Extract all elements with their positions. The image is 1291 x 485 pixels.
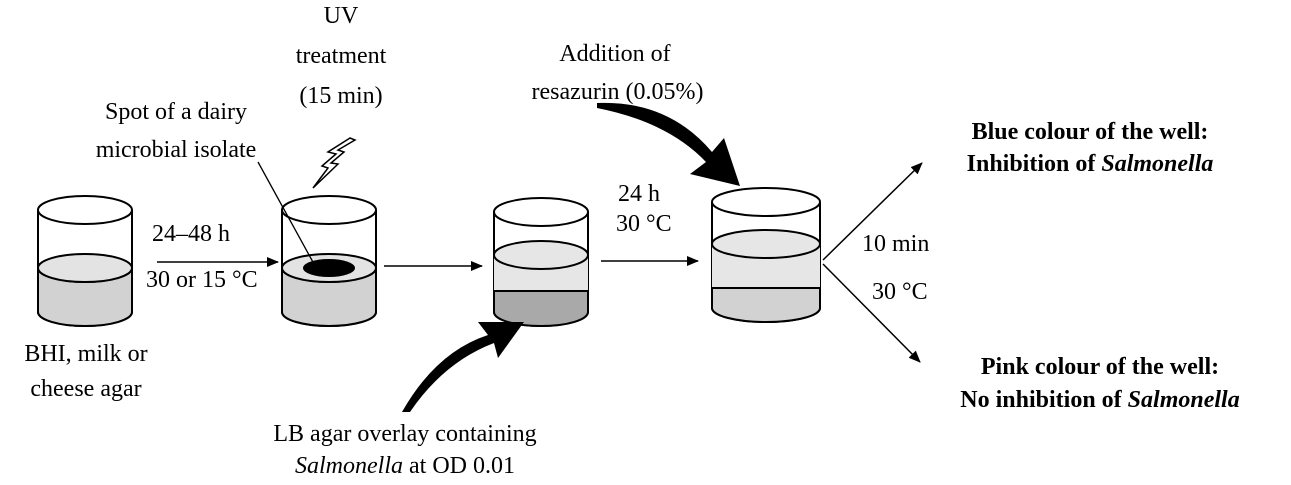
result-pink-prefix: No inhibition of <box>960 387 1128 413</box>
result-pink-organism: Salmonella <box>1127 387 1240 413</box>
beaker-1-agar-surface <box>37 253 133 283</box>
step-3-temp: 30 °C <box>616 211 672 237</box>
medium-label-line-2: cheese agar <box>30 376 142 402</box>
uv-label-line-1: UV <box>323 3 359 29</box>
beaker-icon <box>281 195 377 327</box>
result-blue-line-2: Inhibition of Salmonella <box>925 150 1255 178</box>
beaker-icon <box>37 195 133 327</box>
beaker-icon <box>493 197 589 327</box>
spot-label-line-1: Spot of a dairy <box>105 99 247 125</box>
step-1-temp: 30 or 15 °C <box>146 267 258 293</box>
result-blue-organism: Salmonella <box>1101 151 1214 177</box>
result-blue-prefix: Inhibition of <box>966 151 1102 177</box>
resazurin-label-line-2: resazurin (0.05%) <box>531 79 704 105</box>
arrow-icon <box>822 162 923 261</box>
result-blue-line-1: Blue colour of the well: <box>971 119 1209 145</box>
beaker-icon <box>711 187 821 323</box>
uv-label-line-3: (15 min) <box>299 83 383 109</box>
step-1-time: 24–48 h <box>152 221 230 247</box>
result-pink-line-1: Pink colour of the well: <box>980 354 1220 380</box>
lightning-bolt-icon <box>312 137 357 189</box>
beaker-3-bottom-agar <box>494 291 588 326</box>
spot-label-line-2: microbial isolate <box>95 137 257 163</box>
medium-label-line-1: BHI, milk or <box>24 341 148 367</box>
uv-label-line-2: treatment <box>295 43 387 69</box>
overlay-label-line-1: LB agar overlay containing <box>273 421 537 447</box>
result-pink-line-2: No inhibition of Salmonella <box>920 386 1280 414</box>
arrow-icon <box>822 263 921 363</box>
beaker-4-bottom-agar <box>712 288 820 322</box>
overlay-od: at OD 0.01 <box>403 453 515 479</box>
curved-arrow-icon <box>402 322 524 412</box>
overlay-label-line-2: Salmonella at OD 0.01 <box>215 452 595 480</box>
step-4-time: 10 min <box>862 231 930 257</box>
spot-leader-line <box>257 161 315 265</box>
step-4-temp: 30 °C <box>872 279 928 305</box>
curved-arrow-icon <box>597 102 740 186</box>
overlay-organism: Salmonella <box>295 453 403 479</box>
step-3-time: 24 h <box>618 181 660 207</box>
resazurin-label-line-1: Addition of <box>559 41 671 67</box>
microbial-spot <box>303 259 355 277</box>
